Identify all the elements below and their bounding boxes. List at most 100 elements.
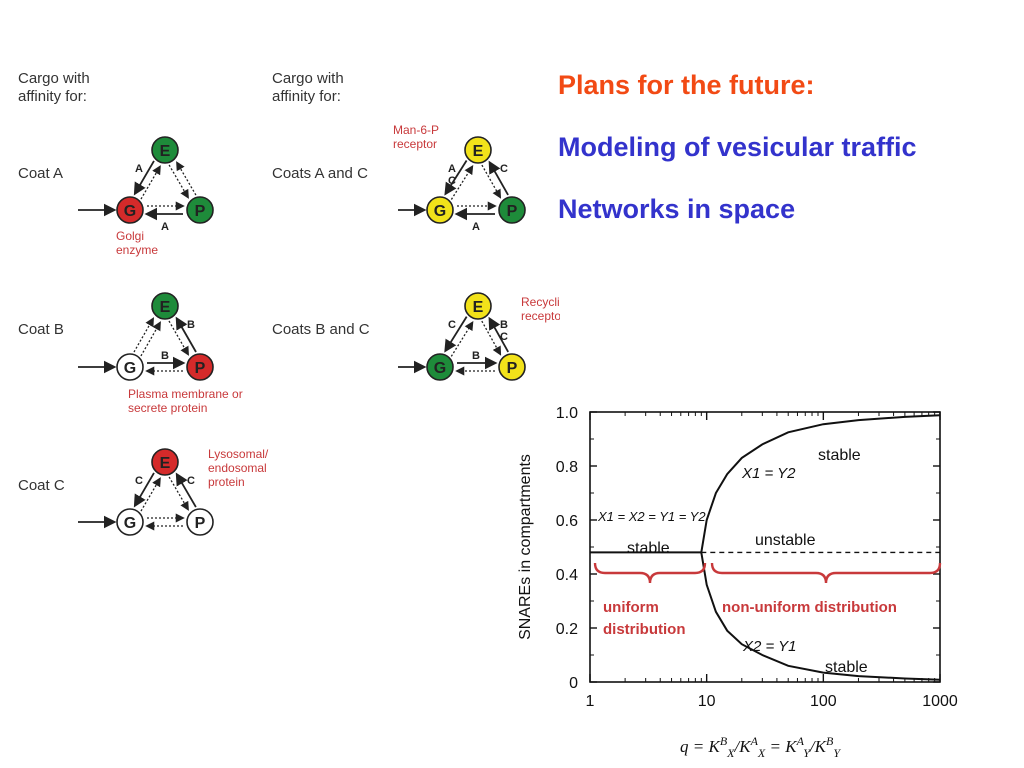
cargo-note-line: endosomal	[208, 461, 267, 475]
network-label: Coat B	[18, 321, 64, 338]
edge-label-left-line: A	[135, 163, 143, 175]
annotation-brace-uniform: uniform distribution	[603, 599, 686, 638]
edge-label-right: B	[187, 319, 195, 331]
edge-label-left-line: A	[448, 163, 456, 175]
cargo-note-line: Golgi	[116, 229, 144, 243]
network-label: Coats B and C	[272, 321, 370, 338]
node-e	[151, 448, 179, 476]
cargo-note-line: Plasma membrane or	[128, 387, 243, 401]
edge-e-to-p	[168, 320, 189, 356]
x-axis-label-part: X	[757, 746, 766, 760]
heading-networks: Networks in space	[558, 194, 796, 224]
cargo-note-line: Lysosomal/	[208, 447, 269, 461]
node-e-label: E	[473, 299, 484, 316]
edge-p-to-e	[175, 316, 197, 353]
cargo-note-line: Recycling	[521, 295, 560, 309]
edge-label-right: C	[187, 475, 195, 487]
edge-g-to-e-dashed	[140, 321, 161, 357]
series-4-solid	[700, 552, 941, 681]
series-3-solid	[700, 414, 941, 553]
x-axis-label-part: A	[750, 734, 759, 748]
y-tick-label: 0.4	[556, 567, 578, 584]
x-axis-label-part: Y	[803, 746, 811, 760]
edge-label-left-line: C	[135, 475, 143, 487]
edge-p-to-e	[176, 161, 197, 196]
annotation-brace-uniform-line: uniform	[603, 599, 659, 616]
edge-label-right-line: B	[187, 319, 195, 331]
edge-label-right-line: C	[187, 475, 195, 487]
y-tick-label: 0.6	[556, 513, 578, 530]
cargo-note-line: Man-6-P	[393, 123, 439, 137]
node-g	[426, 196, 454, 224]
edge-g-to-e-dashed	[450, 320, 474, 357]
edge-label-bottom: A	[472, 221, 480, 233]
node-e	[151, 292, 179, 320]
edge-g-to-e	[133, 317, 154, 353]
y-tick-label: 0	[569, 675, 578, 692]
annotation-stable-left: stable	[627, 540, 670, 557]
annotation-brace-uniform-line: distribution	[603, 621, 686, 638]
node-g	[426, 353, 454, 381]
cargo-note-line: enzyme	[116, 243, 158, 257]
heading-modeling: Modeling of vesicular traffic	[558, 132, 917, 162]
y-tick-label: 0.8	[556, 459, 578, 476]
node-p	[186, 196, 214, 224]
node-e-label: E	[160, 455, 171, 472]
node-e	[464, 136, 492, 164]
x-tick-label: 1	[586, 693, 595, 710]
edge-g-to-e-dashed	[140, 165, 161, 200]
y-tick-label: 0.2	[556, 621, 578, 638]
x-tick-label: 10	[698, 693, 716, 710]
node-p	[186, 353, 214, 381]
node-p-label: P	[507, 360, 518, 377]
x-axis-label: q = KBX/KAX = KAY/KBY	[680, 734, 841, 760]
x-axis-label-part: Y	[833, 746, 841, 760]
node-g	[116, 353, 144, 381]
network-label: Coat A	[18, 165, 63, 182]
edge-label-bottom: B	[472, 350, 480, 362]
node-g-label: G	[124, 515, 136, 532]
edge-e-to-g	[133, 472, 155, 508]
x-axis-label-part: B	[826, 734, 834, 748]
edge-label-right: C	[500, 163, 508, 175]
cargo-note: Recyclingreceptor	[521, 295, 560, 323]
x-axis-label-part: X	[726, 746, 735, 760]
cargo-note-line: protein	[208, 475, 245, 489]
y-tick-label: 1.0	[556, 405, 578, 422]
heading-plans: Plans for the future:	[558, 70, 815, 100]
edge-label-bottom: B	[161, 350, 169, 362]
x-axis-label-part: = K	[689, 737, 722, 756]
edge-label-bottom: A	[161, 221, 169, 233]
node-g-label: G	[434, 360, 446, 377]
brace-non-uniform	[710, 562, 942, 584]
edge-e-to-p	[481, 164, 502, 199]
node-g-label: G	[124, 203, 136, 220]
edge-p-to-e	[175, 472, 197, 508]
node-g-label: G	[124, 360, 136, 377]
x-axis-label-part: /K	[734, 737, 753, 756]
edge-g-to-e-dashed	[450, 164, 474, 200]
x-axis-label-part: /K	[809, 737, 828, 756]
cargo-note-line: secrete protein	[128, 401, 207, 415]
x-tick-label: 1000	[922, 693, 958, 710]
edge-p-to-e	[488, 160, 509, 196]
annotation-eq-left: X1 = X2 = Y1 = Y2	[597, 509, 706, 524]
edge-g-to-e-dashed	[140, 477, 161, 512]
x-axis-label-part: A	[796, 734, 805, 748]
edge-label-left-line: C	[448, 175, 456, 187]
node-p	[498, 196, 526, 224]
cargo-note-line: receptor	[521, 309, 560, 323]
node-e-label: E	[473, 143, 484, 160]
cargo-note-line: receptor	[393, 137, 437, 151]
y-axis-label: SNAREs in compartments	[517, 454, 534, 640]
edge-label-right-line: C	[500, 331, 508, 343]
annotation-unstable: unstable	[755, 532, 816, 549]
edge-label-left: C	[448, 319, 456, 331]
annotation-stable-lower: stable	[825, 659, 868, 676]
